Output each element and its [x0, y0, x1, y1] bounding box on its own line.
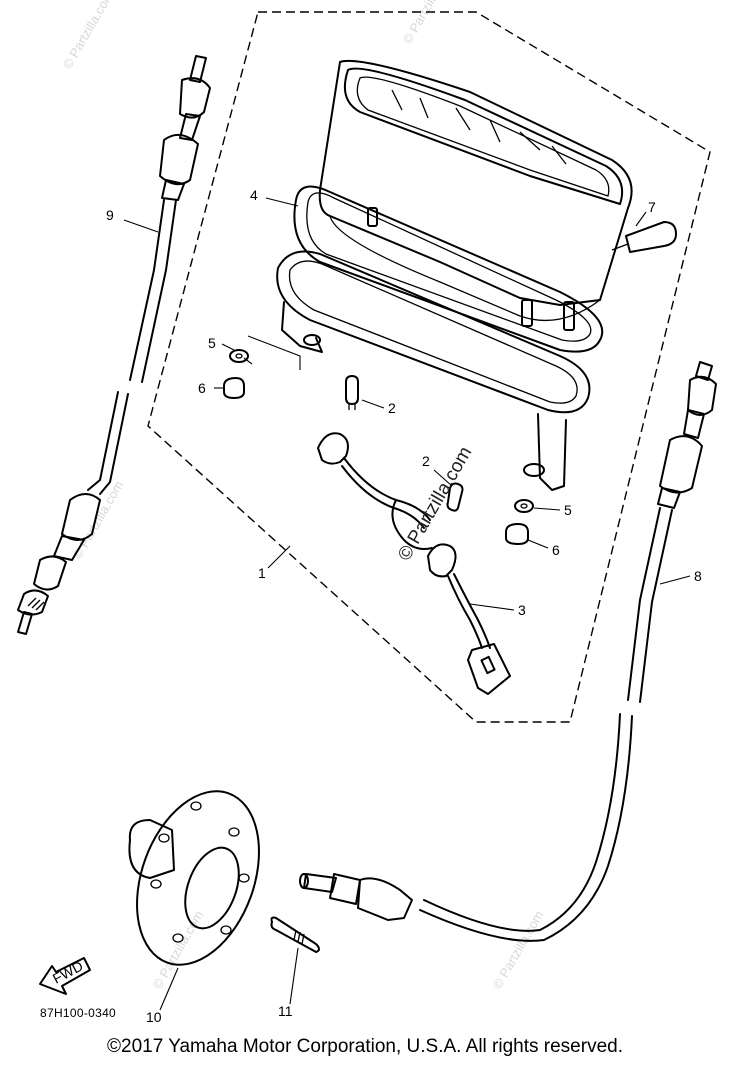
gasket [293, 185, 604, 353]
instrument-assembly-boundary [147, 11, 711, 723]
callout-10: 10 [146, 1009, 162, 1025]
callout-2a: 2 [388, 400, 396, 416]
speedometer-gear-hub [128, 790, 260, 966]
faint-watermark: © Partzilla.com [490, 908, 547, 991]
meter-bracket [276, 250, 591, 491]
faint-watermark: © Partzilla.com [150, 908, 207, 991]
faint-watermark: © Partzilla.com [60, 0, 117, 72]
callout-1: 1 [258, 565, 266, 581]
callout-6a: 6 [198, 380, 206, 396]
wiring-harness [317, 432, 511, 695]
diagram-code: 87H100-0340 [40, 1006, 117, 1020]
grommets [223, 335, 534, 545]
callout-9: 9 [106, 207, 114, 223]
trip-reset-knob [611, 221, 677, 253]
copyright-notice: ©2017 Yamaha Motor Corporation, U.S.A. A… [107, 1036, 623, 1057]
forward-arrow-icon: FWD [39, 957, 91, 995]
callout-4: 4 [250, 187, 258, 203]
leader-lines [123, 197, 691, 1011]
speedometer-cable-right [299, 361, 717, 942]
callout-3: 3 [518, 602, 526, 618]
bulbs [345, 375, 464, 512]
callout-2b: 2 [422, 453, 430, 469]
callout-6b: 6 [552, 542, 560, 558]
callout-5b: 5 [564, 502, 572, 518]
speedometer-body [318, 59, 633, 331]
drive-pin [270, 916, 320, 953]
callout-7: 7 [648, 199, 656, 215]
callout-5a: 5 [208, 335, 216, 351]
callout-8: 8 [694, 568, 702, 584]
speedometer-cable-left [17, 55, 211, 635]
callouts: 1 2 2 3 4 5 5 6 6 7 8 9 10 11 [106, 187, 702, 1025]
callout-11: 11 [278, 1003, 293, 1019]
faint-watermark: © Partzilla.com [400, 0, 457, 47]
